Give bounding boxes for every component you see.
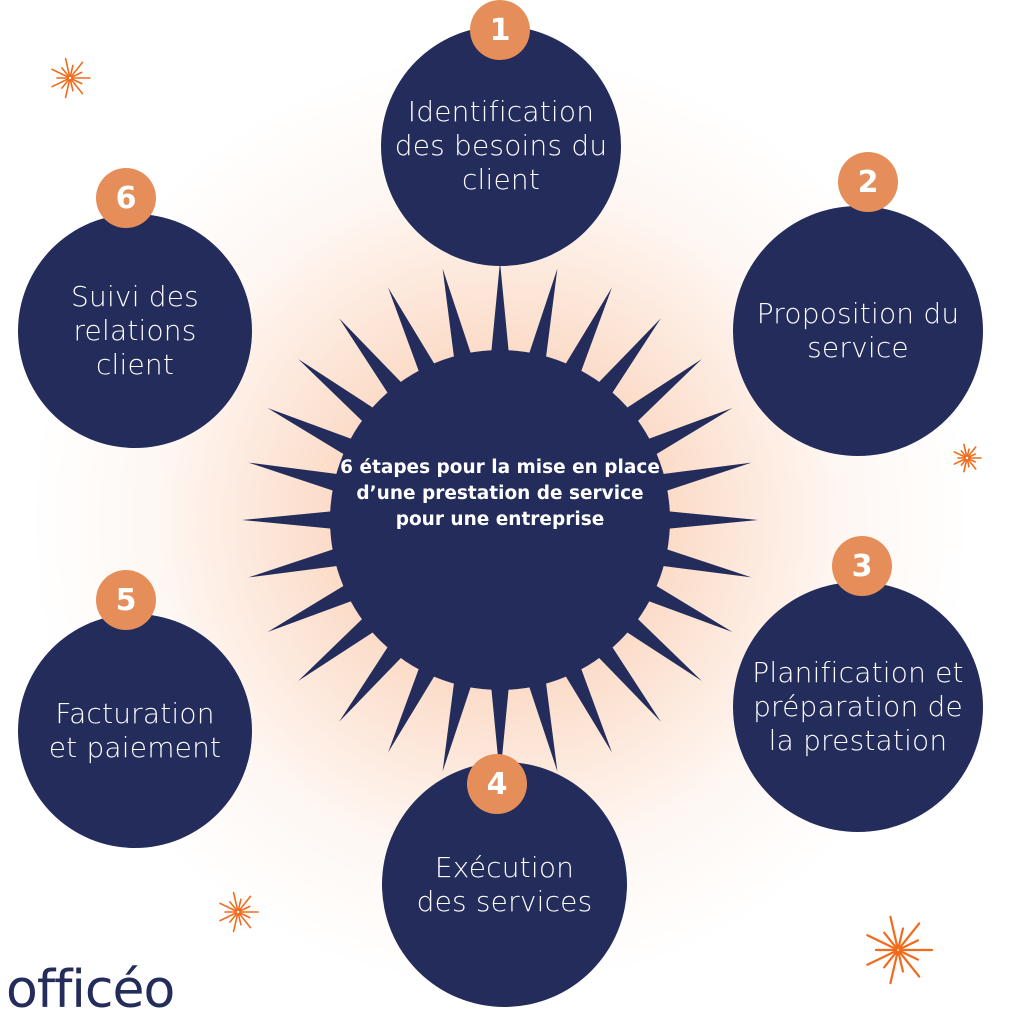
step-6-circle: Suivi des relations client [18,214,252,448]
step-1-label: Identification des besoins du client [394,95,608,196]
starburst-ray [630,408,733,465]
starburst-ray [643,462,752,497]
step-4-label: Exécution des services [416,850,593,918]
step-3-badge: 3 [832,536,892,596]
starburst-ray [555,287,612,390]
sparkles [51,57,982,985]
starburst-ray [523,663,558,772]
step-1-badge: 1 [470,0,530,60]
starburst-ray [442,663,477,772]
step-6-badge: 6 [96,168,156,228]
officeo-logo: officéo [6,960,175,1020]
step-3-circle: Planification et préparation de la prest… [733,582,983,832]
starburst-ray [630,575,733,632]
starburst-ray [555,650,612,753]
center-circle [330,350,670,690]
sparkle-icon [866,915,934,985]
step-4-badge: 4 [467,754,527,814]
starburst-ray [523,268,558,377]
step-2-circle: Proposition du service [733,206,983,456]
starburst-ray [643,543,752,578]
starburst-ray [388,287,445,390]
starburst-ray [489,669,511,778]
sparkle-icon [953,443,982,473]
center-title: 6 étapes pour la mise en place d’une pre… [340,457,660,530]
starburst-ray [248,462,357,497]
step-5-badge: 5 [96,570,156,630]
step-2-badge: 2 [838,152,898,212]
step-6-label: Suivi des relations client [71,280,199,381]
sparkle-icon [219,891,259,933]
step-3-label: Planification et préparation de la prest… [752,656,964,757]
starburst-ray [442,268,477,377]
step-2-label: Proposition du service [756,297,960,364]
starburst-ray [649,509,758,531]
starburst-ray [248,543,357,578]
step-1-circle: Identification des besoins du client [381,26,621,266]
starburst-ray [388,650,445,753]
starburst-ray [267,408,370,465]
step-5-circle: Facturation et paiement [18,614,252,848]
sparkle-icon [51,57,91,99]
starburst-ray [489,262,511,371]
starburst-ray [242,509,351,531]
step-5-label: Facturation et paiement [48,697,222,764]
starburst-ray [267,575,370,632]
